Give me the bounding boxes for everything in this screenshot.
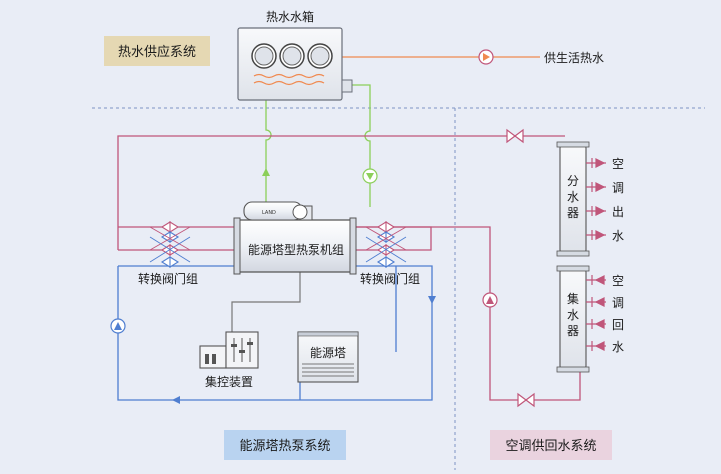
return-inlet-char-3: 回 (612, 318, 624, 332)
hot-water-system-label: 热水供应系统 (118, 44, 196, 60)
supply-outlet-char-3: 出 (612, 205, 624, 219)
tank-return-pipe (350, 84, 371, 207)
cold-loop-pipe (117, 265, 433, 401)
return-manifold (556, 265, 590, 373)
valve-group-right-label: 转换阀门组 (360, 271, 420, 286)
hot-water-system-badge: 热水供应系统 (104, 36, 210, 66)
domestic-water-pump-icon (478, 49, 494, 65)
hot-water-tank-title: 热水水箱 (266, 9, 314, 24)
supply-outlet-char-4: 水 (612, 229, 624, 243)
flow-arrow-left-icon (172, 396, 180, 404)
heating-wave-icon (253, 73, 325, 86)
valve-group-left-label: 转换阀门组 (138, 271, 198, 286)
valve-group-left (149, 221, 191, 268)
supply-manifold (556, 141, 590, 257)
ac-loop-pump-icon (482, 292, 498, 308)
return-inlet-char-2: 调 (612, 296, 624, 310)
supply-manifold-char-1: 分 (567, 174, 579, 188)
heat-pump-unit: LAND (233, 201, 357, 275)
energy-tower-label: 能源塔 (310, 346, 346, 360)
ac-system-badge: 空调供回水系统 (490, 430, 612, 460)
domestic-hot-water-label: 供生活热水 (544, 51, 604, 65)
ac-system-label: 空调供回水系统 (505, 439, 596, 454)
control-device (199, 331, 259, 369)
ac-return-pipe (352, 226, 581, 401)
heat-pump-unit-label: 能源塔型热泵机组 (248, 243, 344, 257)
tank-supply-pipe (265, 100, 272, 207)
supply-outlet-valves (586, 158, 606, 240)
unit-nameplate: LAND (262, 210, 276, 216)
flow-arrow-up-icon (262, 168, 270, 176)
return-manifold-char-3: 器 (567, 324, 579, 338)
top-loop-valve-icon (506, 128, 524, 144)
return-manifold-char-2: 水 (567, 308, 579, 322)
hot-water-tank (237, 27, 353, 101)
heat-pump-system-label: 能源塔热泵系统 (239, 439, 330, 454)
supply-outlet-char-2: 调 (612, 181, 624, 195)
control-signal-line (231, 268, 301, 340)
return-inlet-char-4: 水 (612, 340, 624, 354)
supply-manifold-char-3: 器 (567, 206, 579, 220)
return-inlet-valves (586, 275, 606, 351)
control-device-label: 集控装置 (205, 374, 253, 389)
return-inlet-char-1: 空 (612, 274, 624, 288)
heat-pump-system-badge: 能源塔热泵系统 (224, 430, 346, 460)
valve-group-right (365, 221, 407, 268)
bottom-loop-valve-icon (517, 392, 535, 408)
cold-loop-pump-icon (110, 318, 126, 334)
flow-arrow-down-icon (428, 296, 436, 304)
tank-return-pump-icon (362, 168, 378, 184)
loop-pipe-top (117, 135, 565, 250)
return-manifold-char-1: 集 (567, 291, 579, 306)
supply-manifold-char-2: 水 (567, 190, 579, 204)
energy-tower (297, 331, 359, 383)
supply-outlet-char-1: 空 (612, 157, 624, 171)
